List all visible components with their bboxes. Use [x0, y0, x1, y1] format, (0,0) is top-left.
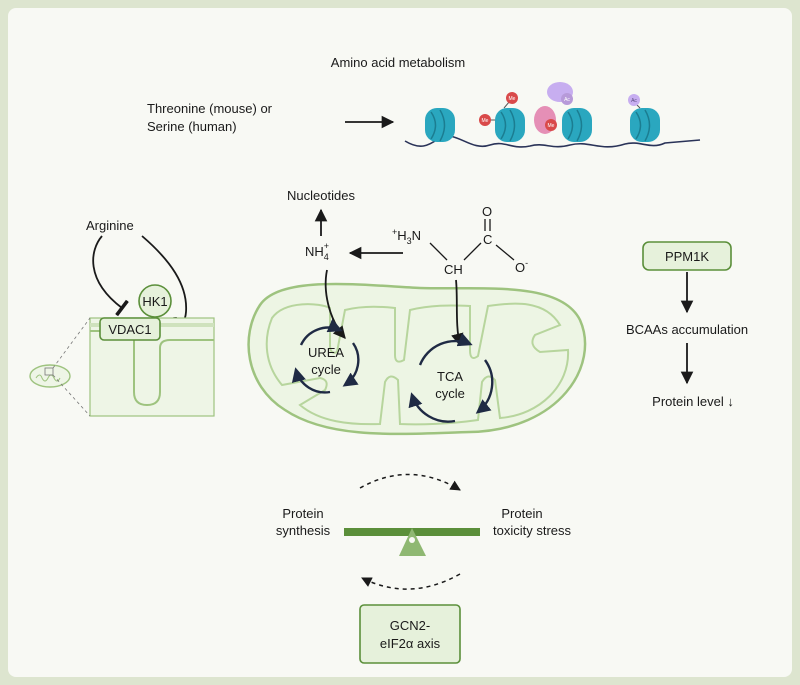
small-mitochondrion-icon	[29, 364, 71, 388]
tca-cycle-label-line2: cycle	[435, 386, 465, 401]
nucleosome-4	[630, 108, 660, 142]
methyl-mark-label: Me	[548, 123, 555, 129]
arrow-ammonium-to-urea	[324, 269, 346, 339]
threonine-label-line1: Threonine (mouse) or	[147, 101, 273, 116]
mitochondrion	[247, 282, 587, 436]
protein-synthesis-line1: Protein	[282, 506, 323, 521]
ammonium-label: NH4+	[305, 241, 329, 262]
urea-cycle-label-line2: cycle	[311, 362, 341, 377]
arginine-inhibit-vdac1	[92, 235, 129, 317]
protein-toxicity-line1: Protein	[501, 506, 542, 521]
vdac1-box	[99, 317, 161, 341]
threonine-label-line2: Serine (human)	[147, 119, 237, 134]
nucleosome-2	[495, 108, 525, 142]
methyl-mark-icon	[506, 92, 518, 104]
alpha-carbon-label: CH	[444, 262, 463, 277]
acetyl-mark-label: Ac	[564, 97, 570, 103]
bcaa-accumulation-label: BCAAs accumulation	[626, 322, 748, 337]
tca-cycle-label-line1: TCA	[437, 369, 463, 384]
acetyl-mark-label: Ac	[631, 98, 637, 104]
protein-toxicity-line2: toxicity stress	[493, 523, 572, 538]
dashed-arrow-bottom	[361, 573, 461, 590]
nucleosome-3	[562, 108, 592, 142]
gcn2-label-line1: GCN2-	[390, 618, 430, 633]
amine-group-label: +H3N	[392, 227, 421, 246]
carboxylate-oxygen-label: O-	[515, 258, 528, 275]
methyl-mark-label: Me	[509, 96, 516, 102]
tca-cycle-arrows	[408, 332, 494, 423]
gcn2-label-line2: eIF2α axis	[380, 636, 441, 651]
ppm1k-label: PPM1K	[665, 249, 709, 264]
ppm1k-box	[642, 241, 732, 271]
carbonyl-oxygen-label: O	[482, 204, 492, 219]
methyl-mark-icon	[479, 114, 491, 126]
zoom-line-top	[52, 317, 91, 369]
methyl-mark-label: Me	[482, 118, 489, 124]
seesaw-pivot	[409, 537, 415, 543]
arginine-label: Arginine	[86, 218, 134, 233]
nucleotides-label: Nucleotides	[287, 188, 355, 203]
acetyl-mark-icon	[628, 94, 640, 106]
methyl-mark-icon	[545, 119, 557, 131]
dashed-arrow-top	[359, 473, 461, 491]
vdac1-label: VDAC1	[108, 322, 151, 337]
urea-cycle-arrows	[291, 318, 360, 394]
hk1-circle	[138, 284, 172, 318]
molecule-bonds	[429, 219, 515, 261]
protein-synthesis-line2: synthesis	[276, 523, 331, 538]
acetyl-mark-icon	[561, 93, 573, 105]
urea-cycle-label-line1: UREA	[308, 345, 344, 360]
protein-level-label: Protein level ↓	[652, 394, 734, 409]
hk1-label: HK1	[142, 294, 167, 309]
nucleosome-1	[425, 108, 455, 142]
title-amino-acid-metabolism: Amino acid metabolism	[331, 55, 465, 70]
carboxyl-carbon-label: C	[483, 232, 492, 247]
gcn2-eif2a-box	[359, 604, 461, 664]
